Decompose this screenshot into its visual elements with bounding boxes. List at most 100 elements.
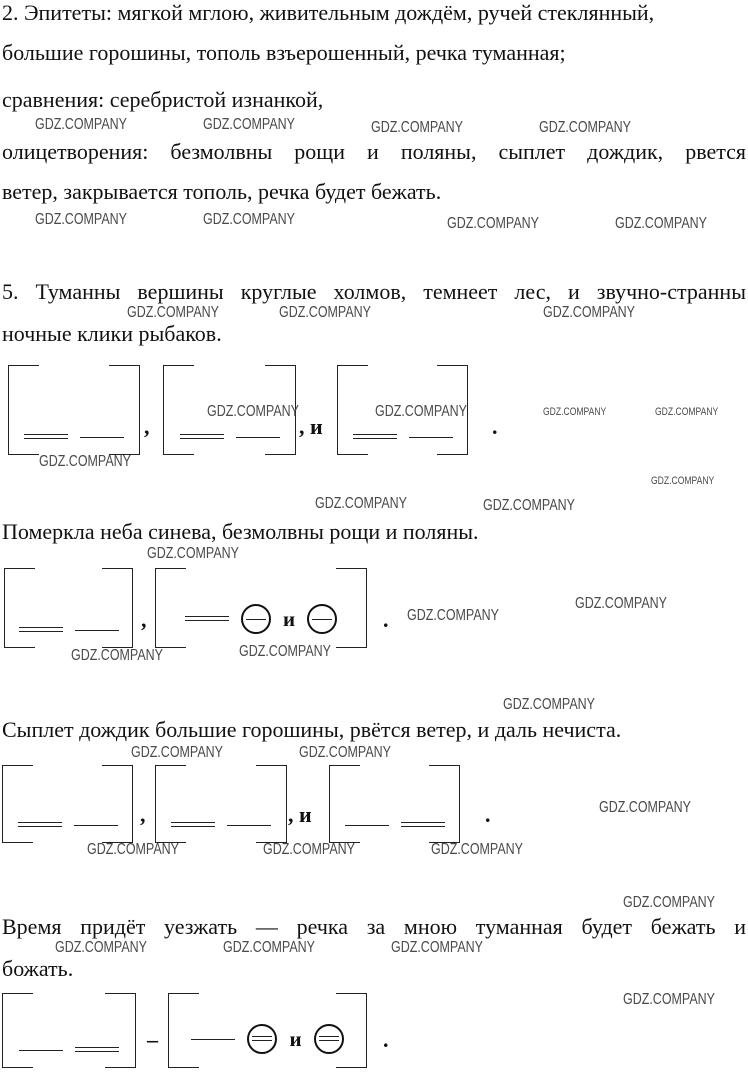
left-bracket (168, 993, 199, 1068)
clause-bracket: и (155, 568, 367, 648)
watermark: GDZ.COMPANY (623, 894, 715, 911)
watermark: GDZ.COMPANY (131, 744, 223, 761)
homogeneous-member-circle (313, 1024, 344, 1054)
circle-underline (252, 1035, 273, 1043)
homogeneous-member-circle (307, 604, 338, 634)
circle-underline (318, 1035, 339, 1043)
watermark: GDZ.COMPANY (223, 939, 315, 956)
watermark: GDZ.COMPANY (299, 744, 391, 761)
left-bracket (329, 765, 360, 843)
diagram-punctuation: , и (299, 414, 323, 439)
predicate-underline (24, 434, 68, 441)
diagram-punctuation: . (492, 414, 498, 439)
watermark: GDZ.COMPANY (39, 453, 131, 470)
watermark: GDZ.COMPANY (87, 841, 179, 858)
predicate-underline (184, 615, 229, 623)
clause-members (2, 1047, 136, 1054)
text-line: ветер, закрывается тополь, речка будет б… (2, 179, 442, 204)
clause-bracket (4, 568, 133, 648)
watermark: GDZ.COMPANY (615, 215, 707, 232)
text-line: Померкла неба синева, безмолвны рощи и п… (2, 519, 479, 544)
clause-members (337, 434, 468, 441)
diagram-punctuation: . (383, 607, 389, 632)
clause-members: и (168, 1024, 367, 1054)
text-line: сравнения: серебристой изнанкой, (2, 87, 324, 112)
watermark: GDZ.COMPANY (35, 116, 127, 133)
clause-members (8, 434, 140, 441)
left-bracket (2, 993, 33, 1068)
text-line: божать. (2, 956, 74, 981)
left-bracket (8, 365, 39, 455)
right-bracket (265, 365, 296, 455)
left-bracket (163, 365, 194, 455)
clause-members (329, 822, 460, 829)
watermark: GDZ.COMPANY (483, 497, 575, 514)
clause-bracket (337, 365, 468, 455)
right-bracket (102, 765, 133, 843)
watermark: GDZ.COMPANY (447, 215, 539, 232)
watermark: GDZ.COMPANY (71, 647, 163, 664)
diagram-punctuation: – (147, 1027, 158, 1052)
predicate-underline (400, 822, 445, 829)
clause-members: и (155, 604, 367, 634)
circle-underline (245, 616, 266, 623)
watermark: GDZ.COMPANY (55, 939, 147, 956)
text-line: 2. Эпитеты: мягкой мглою, живительным до… (2, 0, 655, 25)
text-line: ночные клики рыбаков. (2, 321, 222, 346)
clause-bracket: и (168, 993, 367, 1068)
subject-underline (80, 434, 124, 441)
watermark: GDZ.COMPANY (207, 403, 299, 420)
subject-underline (344, 822, 389, 829)
predicate-underline (17, 822, 62, 829)
watermark: GDZ.COMPANY (623, 991, 715, 1008)
watermark: GDZ.COMPANY (539, 119, 631, 136)
clause-members (2, 822, 133, 829)
watermark: GDZ.COMPANY (279, 304, 371, 321)
right-bracket (429, 765, 460, 843)
text-line: олицетворения: безмолвны рощи и поляны, … (2, 139, 746, 164)
clause-members (4, 627, 133, 634)
right-bracket (437, 365, 468, 455)
right-bracket (336, 993, 367, 1068)
conjunction: и (289, 1027, 302, 1051)
text-line: Сыплет дождик большие горошины, рвётся в… (2, 717, 622, 742)
watermark: GDZ.COMPANY (599, 799, 691, 816)
clause-members (163, 434, 296, 441)
left-bracket (155, 765, 186, 843)
watermark: GDZ.COMPANY (127, 304, 219, 321)
watermark: GDZ.COMPANY (543, 304, 635, 321)
predicate-underline (179, 434, 224, 441)
text-line: 5. Туманны вершины круглые холмов, темне… (2, 279, 746, 304)
right-bracket (256, 765, 287, 843)
text-line: Время придёт уезжать — речка за мною тум… (2, 914, 746, 939)
subject-underline (73, 822, 118, 829)
watermark: GDZ.COMPANY (263, 841, 355, 858)
text-line: большие горошины, тополь взъерошенный, р… (2, 40, 566, 65)
watermark: GDZ.COMPANY (35, 211, 127, 228)
predicate-underline (75, 1047, 119, 1054)
left-bracket (337, 365, 368, 455)
clause-bracket (2, 765, 133, 843)
clause-bracket (2, 993, 136, 1068)
diagram-punctuation: , (140, 802, 146, 827)
diagram-punctuation: . (383, 1027, 389, 1052)
left-bracket (2, 765, 33, 843)
watermark: GDZ.COMPANY (315, 495, 407, 512)
watermark: GDZ.COMPANY (407, 607, 499, 624)
watermark: GDZ.COMPANY (147, 545, 239, 562)
watermark: GDZ.COMPANY (239, 643, 331, 660)
right-bracket (105, 993, 136, 1068)
diagram-punctuation: , (141, 607, 147, 632)
clause-members (155, 822, 287, 829)
diagram-punctuation: , (144, 414, 150, 439)
subject-underline (19, 1047, 63, 1054)
predicate-underline (171, 822, 215, 829)
subject-underline (235, 434, 280, 441)
right-bracket (336, 568, 367, 648)
watermark: GDZ.COMPANY (651, 475, 715, 487)
diagram-punctuation: . (485, 802, 491, 827)
clause-bracket (8, 365, 140, 455)
subject-underline (74, 627, 119, 634)
clause-bracket (329, 765, 460, 843)
conjunction: и (282, 607, 296, 631)
